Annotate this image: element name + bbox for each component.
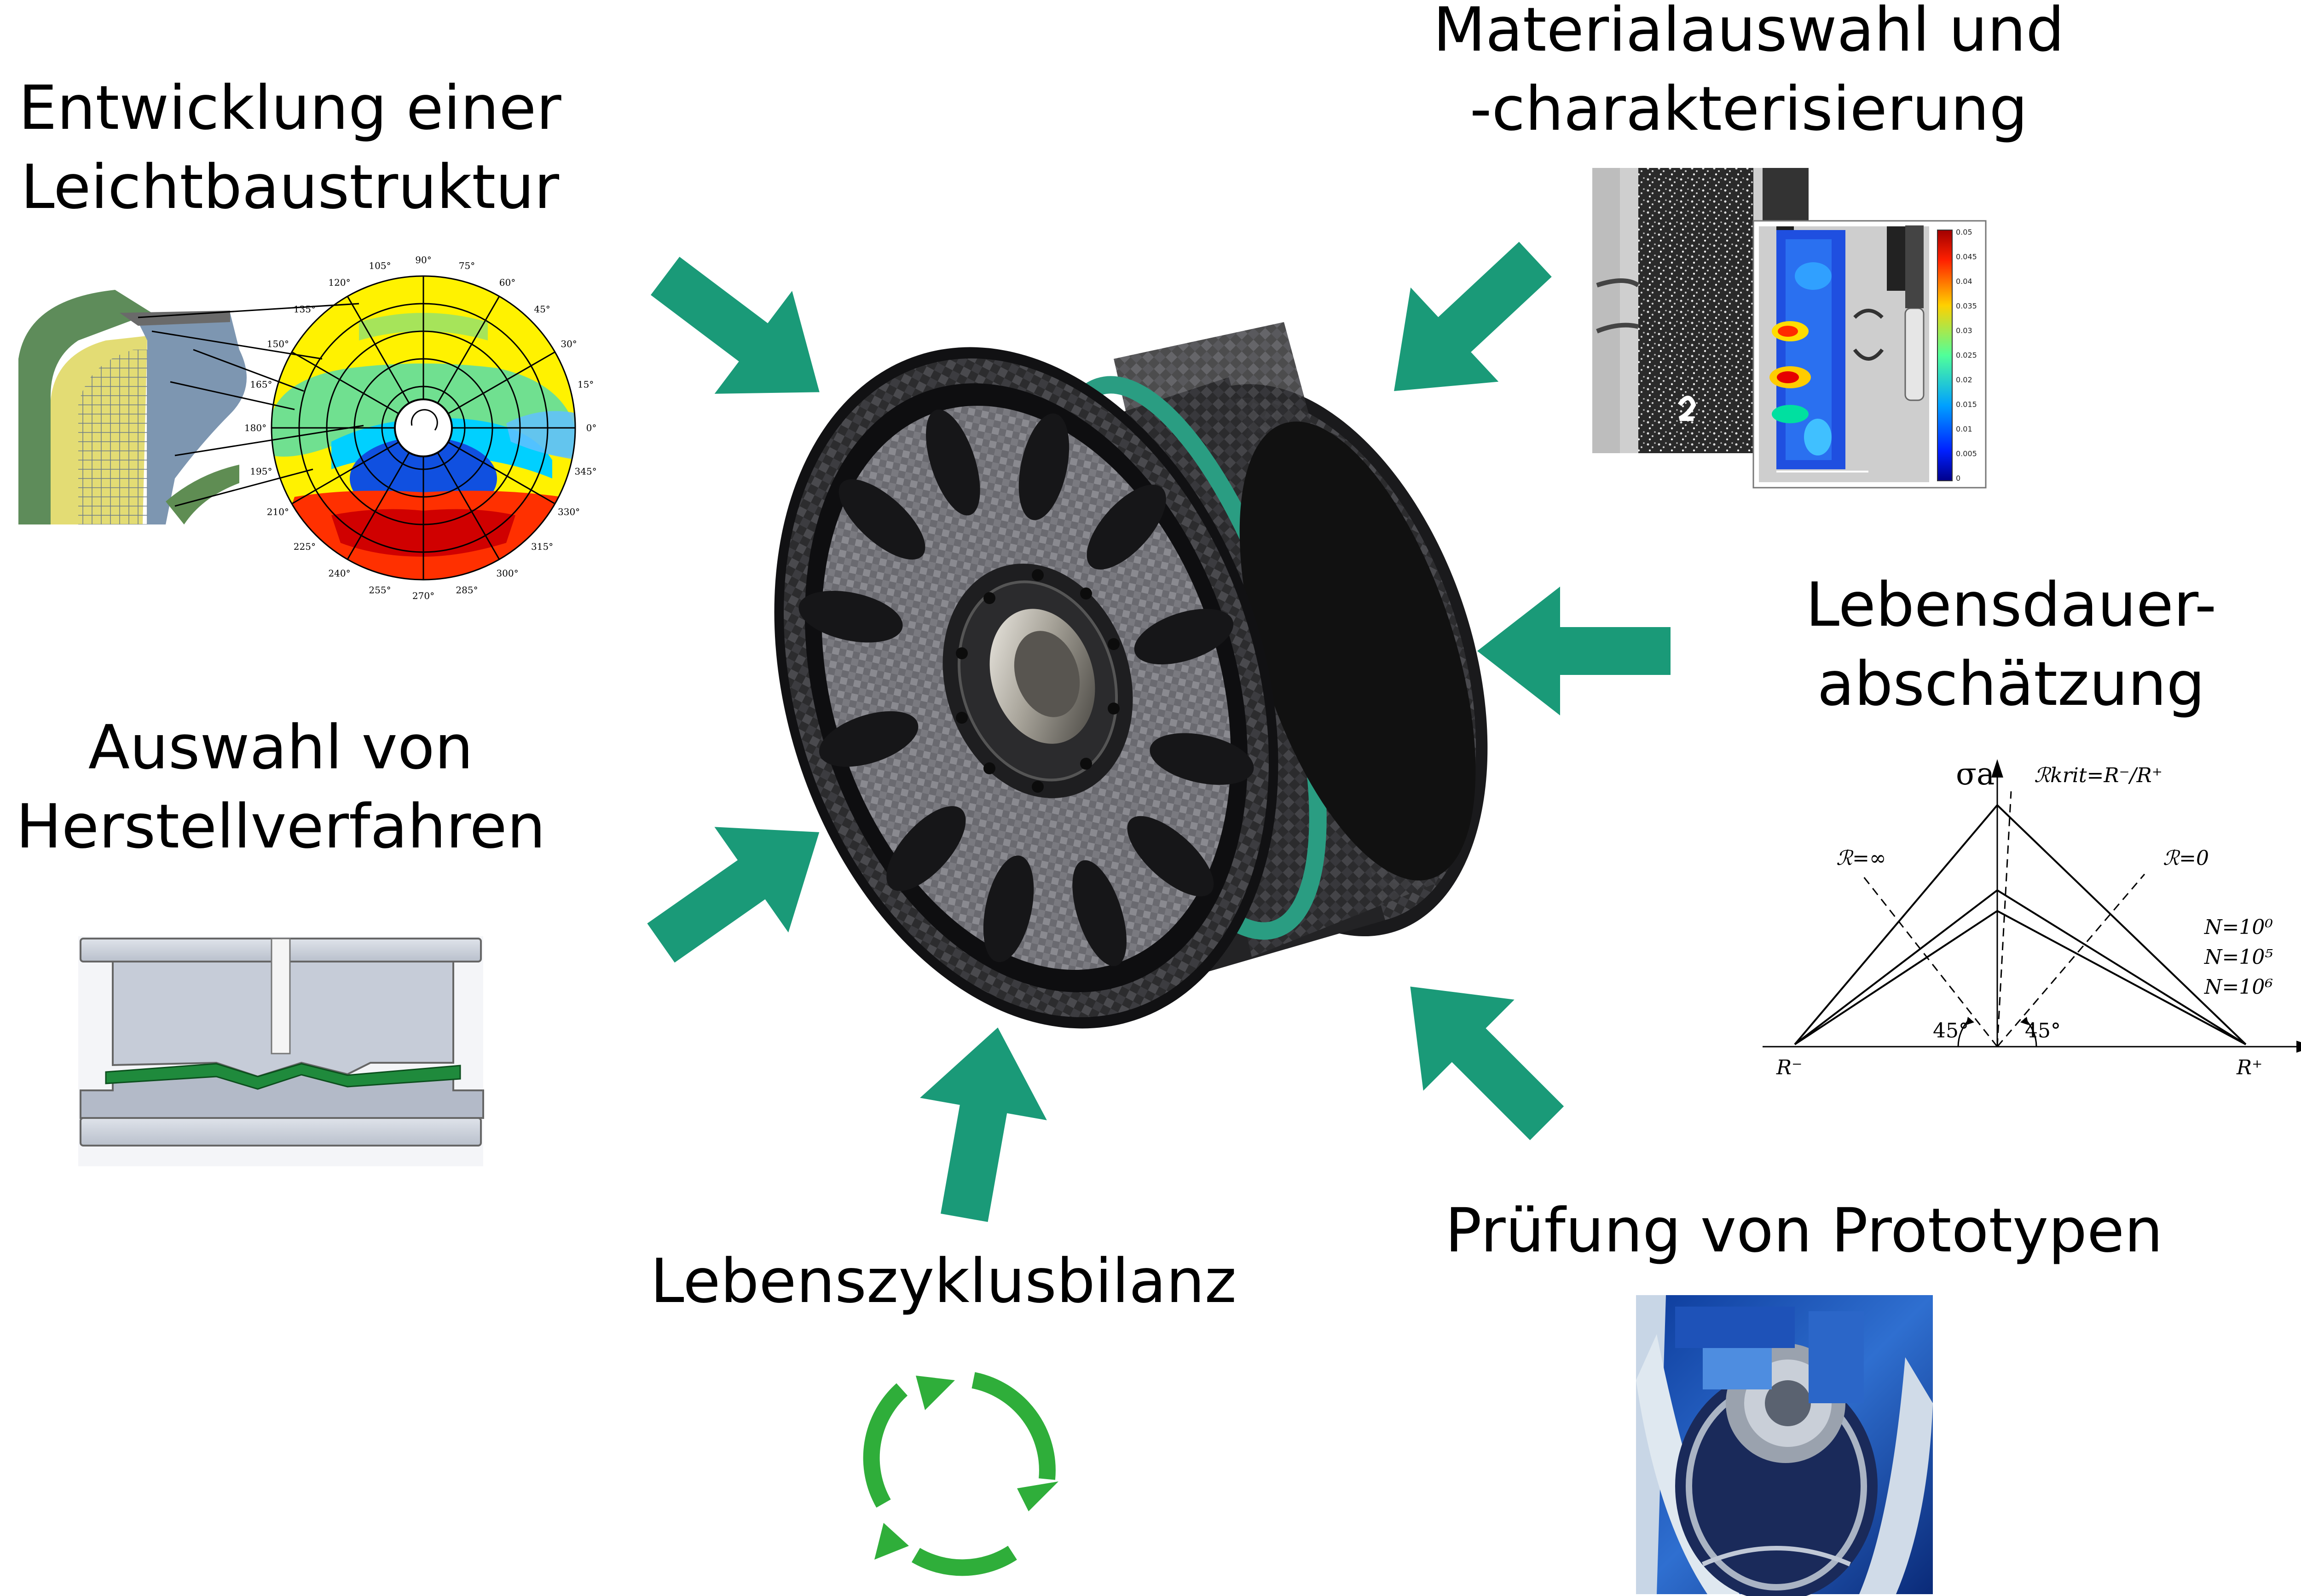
colorbar-tick-labels: 0.05 0.045 0.04 0.035 0.03 0.025 0.02 0.015 0.01…: [1956, 228, 1977, 483]
polar-angle-labels: 0° 15° 30° 45° 60° 75° 90° 105° 120° 135° 150° 165°…: [244, 254, 597, 601]
dic-material-test: [1592, 168, 1987, 489]
label-leichtbaustruktur: Entwicklung einer Leichtbaustruktur: [18, 73, 561, 223]
svg-text:ℛ=∞: ℛ=∞: [1836, 847, 1886, 870]
colorbar-tick-label: 0.04: [1956, 277, 1972, 286]
polar-angle-label: 240°: [328, 568, 350, 579]
polar-angle-label: 75°: [459, 260, 475, 271]
arrow-icon: [647, 242, 1671, 1222]
polar-angle-label: 105°: [369, 260, 391, 271]
colorbar-tick-label: 0.025: [1956, 351, 1977, 360]
wheel-illustration: [774, 322, 1488, 1029]
polar-stress-plot: [18, 275, 576, 581]
polar-angle-label: 270°: [412, 590, 434, 601]
svg-text:ℛ=0: ℛ=0: [2163, 847, 2209, 870]
label-herstellverfahren: Auswahl von Herstellverfahren: [16, 712, 546, 862]
label-lebensdauer: Lebensdauer- abschätzung: [1805, 570, 2217, 720]
colorbar-tick-label: 0.01: [1956, 425, 1972, 433]
polar-angle-label: 60°: [499, 277, 515, 288]
colorbar-tick-label: 0.035: [1956, 302, 1977, 311]
svg-text:N=10⁵: N=10⁵: [2204, 945, 2273, 969]
svg-text:45°: 45°: [1933, 1019, 1969, 1043]
test-rig-photo: [1636, 1295, 1933, 1596]
polar-angle-label: 135°: [294, 304, 316, 315]
colorbar-tick-label: 0.005: [1956, 449, 1977, 458]
haigh-labels: σa σm ℛkrit=R⁻/R⁺ ℛ=∞ ℛ=0 N=10⁰ N=10⁵ N=…: [1776, 756, 2273, 1079]
svg-text:R⁺: R⁺: [2236, 1056, 2262, 1079]
haigh-diagram: [1763, 759, 2301, 1053]
polar-angle-label: 285°: [456, 585, 478, 596]
polar-angle-label: 45°: [534, 304, 550, 315]
polar-angle-label: 0°: [586, 422, 597, 433]
polar-angle-label: 300°: [496, 568, 518, 579]
polar-angle-label: 15°: [578, 379, 594, 390]
polar-angle-label: 225°: [294, 541, 316, 552]
colorbar-tick-label: 0.03: [1956, 326, 1972, 335]
colorbar-tick-label: 0.05: [1956, 228, 1972, 236]
polar-angle-label: 180°: [244, 422, 266, 433]
polar-angle-label: 330°: [558, 507, 580, 518]
recycle-icon: [863, 1372, 1056, 1576]
colorbar-tick-label: 0.045: [1956, 253, 1977, 261]
polar-angle-label: 315°: [531, 541, 553, 552]
label-pruefung: Prüfung von Prototypen: [1445, 1195, 2163, 1266]
polar-angle-label: 120°: [328, 277, 350, 288]
polar-angle-label: 345°: [575, 466, 597, 477]
colorbar-tick-label: 0.02: [1956, 375, 1972, 384]
colorbar-tick-label: 0.015: [1956, 400, 1977, 409]
svg-text:45°: 45°: [2025, 1019, 2061, 1043]
svg-text:N=10⁶: N=10⁶: [2204, 975, 2273, 999]
svg-text:R⁻: R⁻: [1776, 1056, 1802, 1079]
svg-text:ℛkrit=R⁻/R⁺: ℛkrit=R⁻/R⁺: [2034, 764, 2162, 787]
press-mould: [78, 936, 484, 1166]
polar-angle-label: 210°: [267, 507, 289, 518]
polar-angle-label: 165°: [250, 379, 272, 390]
polar-angle-label: 255°: [369, 585, 391, 596]
label-lebenszyklusbilanz: Lebenszyklusbilanz: [650, 1246, 1237, 1317]
recycle-arrowheads: [874, 1376, 1058, 1560]
polar-angle-label: 90°: [415, 254, 431, 265]
polar-angle-label: 30°: [561, 339, 577, 350]
label-materialauswahl: Materialauswahl und -charakterisierung: [1433, 0, 2064, 144]
svg-text:N=10⁰: N=10⁰: [2204, 916, 2273, 939]
polar-angle-label: 150°: [267, 339, 289, 350]
colorbar-tick-label: 0: [1956, 474, 1960, 483]
svg-text:σa: σa: [1956, 756, 1995, 792]
polar-angle-label: 195°: [250, 466, 272, 477]
